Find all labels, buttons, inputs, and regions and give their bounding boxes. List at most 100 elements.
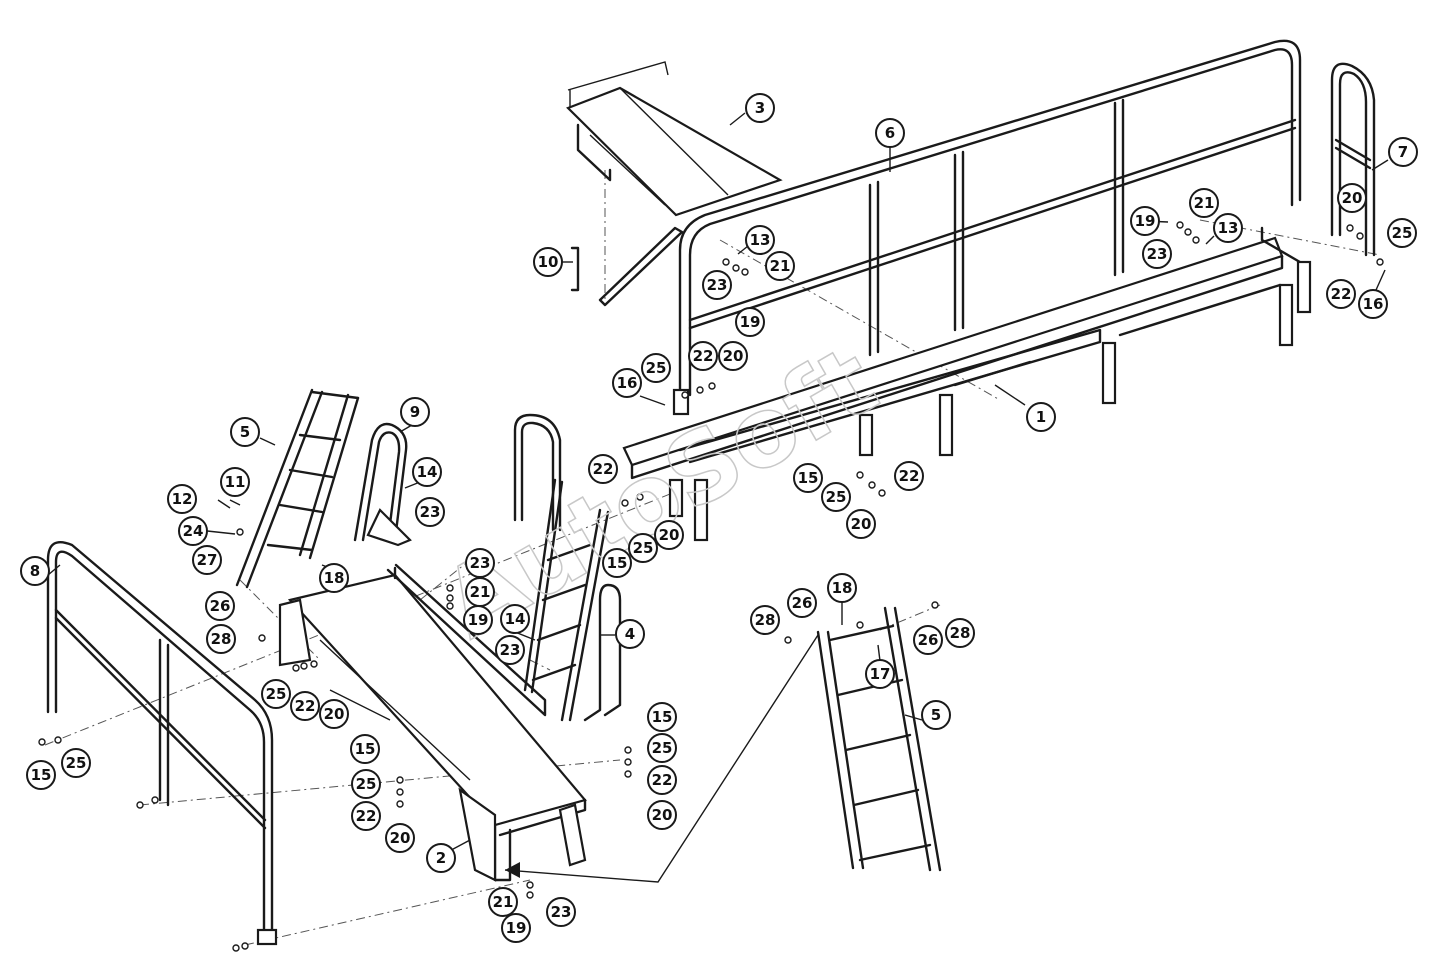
long-handrail: [672, 39, 1302, 416]
callout-22-a: 22: [688, 341, 718, 371]
svg-text:13: 13: [750, 231, 771, 249]
svg-text:24: 24: [183, 522, 204, 540]
ladder-upper: [235, 388, 360, 589]
callout-28-c: 28: [945, 618, 975, 648]
callout-21-a: 21: [765, 251, 795, 281]
callout-13-right: 13: [1213, 213, 1243, 243]
callout-15-c: 15: [602, 548, 632, 578]
callout-5-lower: 5: [921, 700, 951, 730]
svg-text:25: 25: [826, 488, 847, 506]
callout-15-d: 15: [647, 702, 677, 732]
callout-21-c: 21: [465, 577, 495, 607]
svg-text:25: 25: [66, 754, 87, 772]
callout-25-d: 25: [821, 482, 851, 512]
callout-23-e: 23: [495, 635, 525, 665]
svg-text:18: 18: [832, 579, 853, 597]
svg-text:23: 23: [420, 503, 441, 521]
end-rail: [1330, 62, 1376, 257]
callout-23-a: 23: [702, 270, 732, 300]
callout-16-left: 16: [612, 368, 642, 398]
callout-15-a: 15: [26, 760, 56, 790]
svg-text:8: 8: [30, 562, 40, 580]
hoop-rail: [353, 422, 412, 547]
callout-11: 11: [220, 467, 250, 497]
callout-20-e: 20: [319, 699, 349, 729]
svg-text:26: 26: [210, 597, 231, 615]
svg-text:3: 3: [755, 99, 765, 117]
svg-text:7: 7: [1398, 143, 1408, 161]
callout-20-c: 20: [654, 520, 684, 550]
top-platform: [566, 61, 783, 217]
svg-text:22: 22: [356, 807, 377, 825]
callout-23-f: 23: [546, 897, 576, 927]
callout-12: 12: [167, 484, 197, 514]
callout-26-c: 26: [913, 625, 943, 655]
svg-text:25: 25: [266, 685, 287, 703]
callout-22-g: 22: [647, 765, 677, 795]
callout-26-b: 26: [787, 588, 817, 618]
svg-text:12: 12: [172, 490, 193, 508]
svg-text:5: 5: [931, 706, 941, 724]
callout-23-c: 23: [415, 497, 445, 527]
svg-text:27: 27: [197, 551, 218, 569]
callout-18-lower: 18: [827, 573, 857, 603]
svg-text:19: 19: [740, 313, 761, 331]
callout-14-upper: 14: [412, 457, 442, 487]
svg-text:25: 25: [356, 775, 377, 793]
callout-7: 7: [1388, 137, 1418, 167]
callout-22-d: 22: [894, 461, 924, 491]
callout-8: 8: [20, 556, 50, 586]
svg-text:20: 20: [851, 515, 872, 533]
svg-text:16: 16: [1363, 295, 1384, 313]
callout-10: 10: [533, 247, 563, 277]
svg-text:1: 1: [1036, 408, 1046, 426]
svg-text:4: 4: [625, 625, 635, 643]
callout-26-a: 26: [205, 591, 235, 621]
svg-text:20: 20: [390, 829, 411, 847]
svg-text:22: 22: [593, 460, 614, 478]
svg-text:5: 5: [240, 423, 250, 441]
svg-text:23: 23: [1147, 245, 1168, 263]
callout-20-g: 20: [647, 800, 677, 830]
callout-23-b: 23: [1142, 239, 1172, 269]
svg-text:21: 21: [770, 257, 791, 275]
step-platform: [278, 563, 587, 882]
callout-21-b: 21: [1189, 188, 1219, 218]
svg-text:15: 15: [652, 708, 673, 726]
callout-15-b: 15: [350, 734, 380, 764]
callout-24: 24: [178, 516, 208, 546]
svg-text:22: 22: [899, 467, 920, 485]
svg-text:25: 25: [633, 539, 654, 557]
callout-25-a: 25: [641, 353, 671, 383]
callout-17: 17: [865, 659, 895, 689]
callout-20-d: 20: [846, 509, 876, 539]
callout-23-d: 23: [465, 548, 495, 578]
svg-text:13: 13: [1218, 219, 1239, 237]
svg-text:23: 23: [551, 903, 572, 921]
svg-text:26: 26: [792, 594, 813, 612]
svg-text:23: 23: [707, 276, 728, 294]
callout-leaders: [47, 112, 1389, 856]
left-rail: [46, 540, 278, 946]
svg-text:15: 15: [798, 469, 819, 487]
callout-25-g: 25: [647, 733, 677, 763]
svg-text:28: 28: [950, 624, 971, 642]
callout-22-b: 22: [1326, 279, 1356, 309]
callouts: 1 2 3 4 5 5 6 7 8 9 10 11 12 13 13 14 14…: [20, 93, 1418, 943]
callout-25-e: 25: [261, 679, 291, 709]
hardware-fasteners: [38, 221, 1384, 952]
svg-text:10: 10: [538, 253, 559, 271]
svg-text:26: 26: [918, 631, 939, 649]
svg-text:23: 23: [470, 554, 491, 572]
svg-text:11: 11: [225, 473, 246, 491]
callout-5-upper: 5: [230, 417, 260, 447]
svg-text:21: 21: [1194, 194, 1215, 212]
svg-text:25: 25: [652, 739, 673, 757]
ladder-lower: [816, 606, 942, 872]
callout-25-f: 25: [351, 769, 381, 799]
callout-4: 4: [615, 619, 645, 649]
svg-text:15: 15: [607, 554, 628, 572]
svg-text:19: 19: [468, 611, 489, 629]
svg-text:22: 22: [693, 347, 714, 365]
